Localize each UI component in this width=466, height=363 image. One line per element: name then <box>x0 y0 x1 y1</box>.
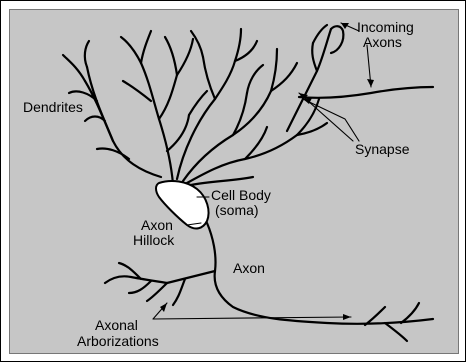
dendrite-branch <box>165 37 177 75</box>
dendrite-branch <box>191 177 253 185</box>
incoming-axons <box>287 25 433 131</box>
label-axonal-arborizations-line2: Arborizations <box>77 333 159 349</box>
label-cell-body-line2: (soma) <box>215 202 259 218</box>
label-axon-hillock-line1: Axon <box>141 217 173 233</box>
label-synapse: Synapse <box>355 141 409 157</box>
label-axon-hillock-line2: Hillock <box>133 232 174 248</box>
dendrite-branch <box>187 135 297 183</box>
dendrite-branch <box>63 55 85 81</box>
label-axonal-arborizations-line1: Axonal <box>95 317 138 333</box>
dendrite-branch <box>121 37 141 63</box>
dendrite-branch <box>247 65 263 93</box>
label-cell-body-line1: Cell Body <box>211 187 271 203</box>
dendrite-branch <box>271 49 277 91</box>
label-incoming-axons-line2: Axons <box>363 34 402 50</box>
dendrite-branch <box>235 29 241 61</box>
axon-collateral <box>147 283 167 301</box>
pointer-arrowheads <box>160 23 374 320</box>
axon-collateral <box>167 271 215 283</box>
axon-collateral <box>105 276 167 283</box>
dendrite-branch <box>167 115 189 151</box>
axon-collateral <box>173 279 185 305</box>
axon-terminal <box>385 323 407 341</box>
incoming-axon-upper-branch <box>331 26 343 53</box>
pointer-synapse <box>303 99 359 141</box>
dendrite-left-trunk <box>85 81 161 177</box>
dendrite-far-left <box>87 67 113 141</box>
dendrite-branch <box>159 75 177 119</box>
arrowhead <box>343 314 351 320</box>
dendrite-branch <box>85 41 89 67</box>
label-axon: Axon <box>233 260 265 276</box>
dendrite-branch <box>177 61 235 179</box>
label-dendrites: Dendrites <box>23 99 83 115</box>
dendrite-branch <box>189 91 207 115</box>
dendrite-main-trunk <box>141 63 173 184</box>
dendrite-branch <box>123 81 151 101</box>
dendrite-branch <box>177 39 193 75</box>
dendrite-branch <box>141 31 151 63</box>
dendrite-tree <box>63 29 327 185</box>
axon-collateral <box>129 281 151 293</box>
incoming-axon-lower <box>299 87 433 98</box>
arrowhead <box>160 303 167 312</box>
label-incoming-axons-line1: Incoming <box>357 19 414 35</box>
arrowhead <box>367 79 374 87</box>
incoming-axon-upper-branch <box>312 43 317 71</box>
incoming-axon-upper-branch <box>313 25 327 43</box>
pointer-axonal-arborizations <box>153 317 351 319</box>
